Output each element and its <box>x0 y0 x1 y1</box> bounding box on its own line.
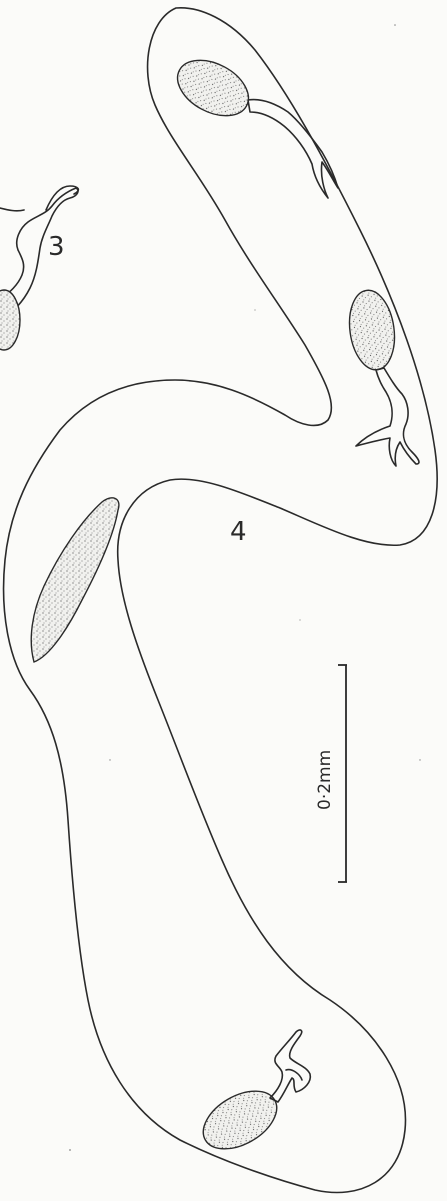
organism-3-drawing <box>31 498 119 662</box>
scale-bar-label: 0·2mm <box>315 750 335 810</box>
specimen-4-label: 4 <box>230 517 247 547</box>
specimen-3-label: 3 <box>48 232 65 262</box>
scale-bar: 0·2mm <box>315 665 347 882</box>
organism-4-drawing <box>193 1030 310 1161</box>
organism-1-drawing <box>168 49 338 198</box>
specimen-3-drawing <box>0 186 78 350</box>
organism-2-drawing <box>345 287 419 466</box>
